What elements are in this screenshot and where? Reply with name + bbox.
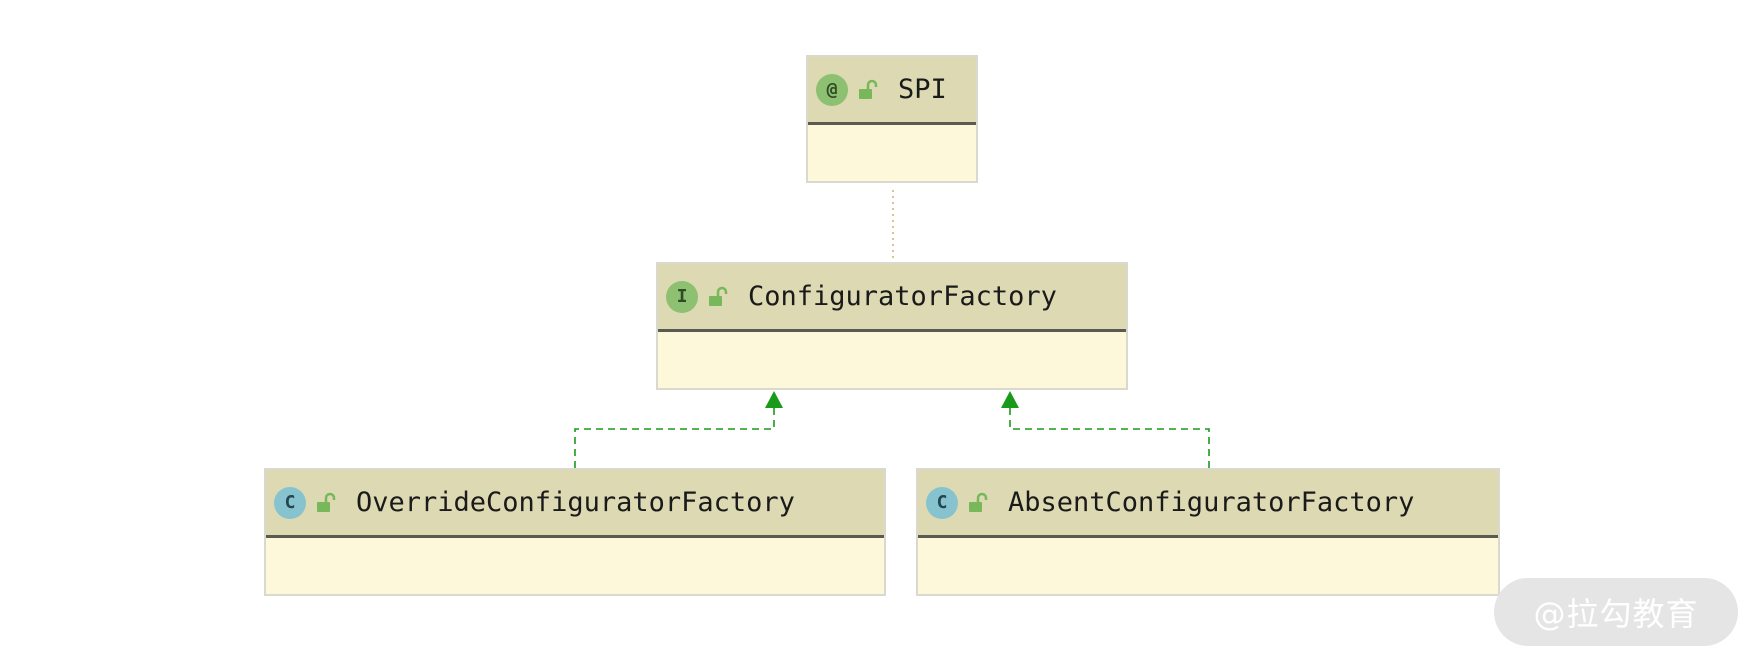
unlocked-padlock-icon xyxy=(317,492,336,512)
unlocked-padlock-icon xyxy=(969,492,988,512)
node-absent-configurator-factory-name: AbsentConfiguratorFactory xyxy=(1008,487,1415,518)
watermark-text: @拉勾教育 xyxy=(1533,595,1699,633)
node-override-configurator-factory-header: C OverrideConfiguratorFactory xyxy=(266,470,884,538)
class-icon: C xyxy=(926,486,958,519)
class-icon: C xyxy=(274,486,306,519)
edge-absent-implements-configurator-factory xyxy=(1009,408,1210,468)
node-absent-configurator-factory[interactable]: C AbsentConfiguratorFactory xyxy=(916,468,1500,596)
node-absent-configurator-factory-header: C AbsentConfiguratorFactory xyxy=(918,470,1498,538)
watermark-badge: @拉勾教育 xyxy=(1494,578,1738,646)
node-spi-name: SPI xyxy=(898,74,947,105)
node-spi-header: @ SPI xyxy=(808,57,976,125)
node-configurator-factory-name: ConfiguratorFactory xyxy=(748,281,1057,312)
arrowhead-override xyxy=(765,391,783,408)
node-configurator-factory[interactable]: I ConfiguratorFactory xyxy=(656,262,1128,390)
unlocked-padlock-icon xyxy=(859,79,878,99)
node-spi[interactable]: @ SPI xyxy=(806,55,978,183)
edge-override-implements-configurator-factory xyxy=(574,408,775,468)
arrowhead-absent xyxy=(1001,391,1019,408)
node-configurator-factory-header: I ConfiguratorFactory xyxy=(658,264,1126,332)
annotation-icon: @ xyxy=(816,73,848,106)
interface-icon: I xyxy=(666,280,698,313)
unlocked-padlock-icon xyxy=(709,286,728,306)
node-override-configurator-factory-name: OverrideConfiguratorFactory xyxy=(356,487,795,518)
node-override-configurator-factory[interactable]: C OverrideConfiguratorFactory xyxy=(264,468,886,596)
